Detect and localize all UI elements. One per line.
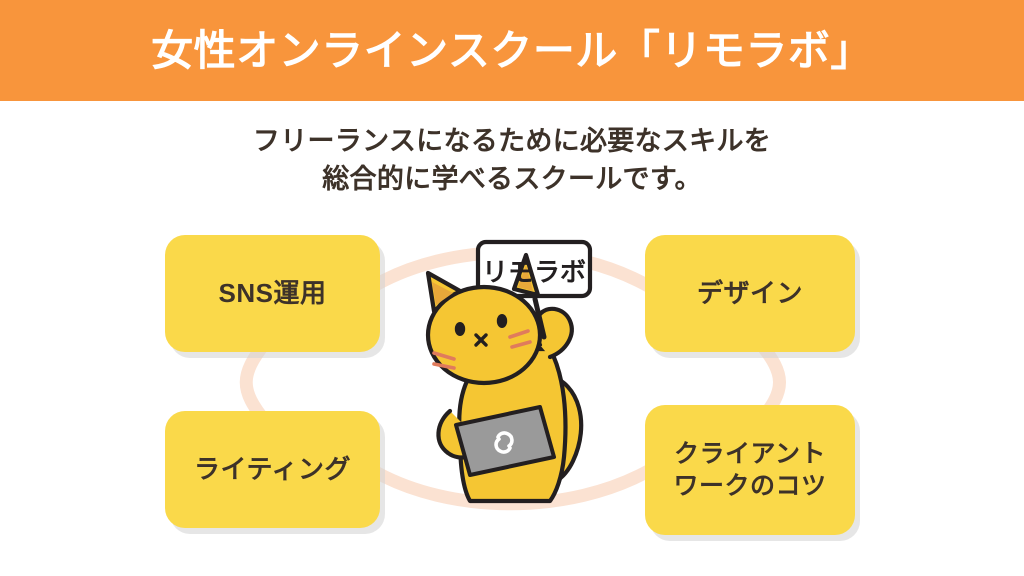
subtitle-line-1: フリーランスになるために必要なスキルを — [252, 126, 772, 156]
skill-card-design[interactable]: デザイン — [645, 235, 855, 352]
subtitle: フリーランスになるために必要なスキルを 総合的に学べるスクールです。 — [0, 122, 1024, 199]
cat-eye-left — [454, 322, 466, 336]
cat-ear-inner-right — [518, 265, 533, 291]
skills-diagram: SNS運用 デザイン ライティング クライアント ワークのコツ — [0, 215, 1024, 555]
link-icon — [494, 431, 514, 454]
subtitle-line-2: 総合的に学べるスクールです。 — [322, 164, 702, 195]
cat-mascot-illustration: リモラボ — [425, 239, 593, 504]
skill-card-writing[interactable]: ライティング — [165, 411, 380, 528]
skill-card-design-label: デザイン — [696, 277, 803, 308]
sign-post — [532, 296, 547, 340]
skill-card-sns[interactable]: SNS運用 — [165, 235, 380, 352]
connector-left — [239, 336, 272, 428]
page-title: 女性オンラインスクール「リモラボ」 — [151, 26, 873, 74]
laptop — [454, 405, 556, 477]
connector-bottom — [365, 463, 657, 511]
skill-card-writing-label: ライティング — [194, 453, 351, 484]
cat-whisker-marks — [432, 329, 532, 370]
cat-ear-inner-left — [432, 282, 453, 305]
header-bar: 女性オンラインスクール「リモラボ」 — [0, 0, 1024, 101]
skill-card-client-work-line2: ワークのコツ — [673, 472, 827, 500]
cat-eye-right — [496, 314, 508, 328]
skill-card-client-work[interactable]: クライアント ワークのコツ — [645, 405, 855, 535]
skill-card-client-work-line1: クライアント — [673, 440, 826, 468]
skill-card-client-work-label: クライアント ワークのコツ — [663, 438, 836, 502]
laptop-screen — [454, 405, 556, 477]
skill-card-sns-label: SNS運用 — [218, 277, 327, 308]
sign-text: リモラボ — [482, 257, 586, 287]
cat-nose-mouth — [474, 333, 488, 347]
